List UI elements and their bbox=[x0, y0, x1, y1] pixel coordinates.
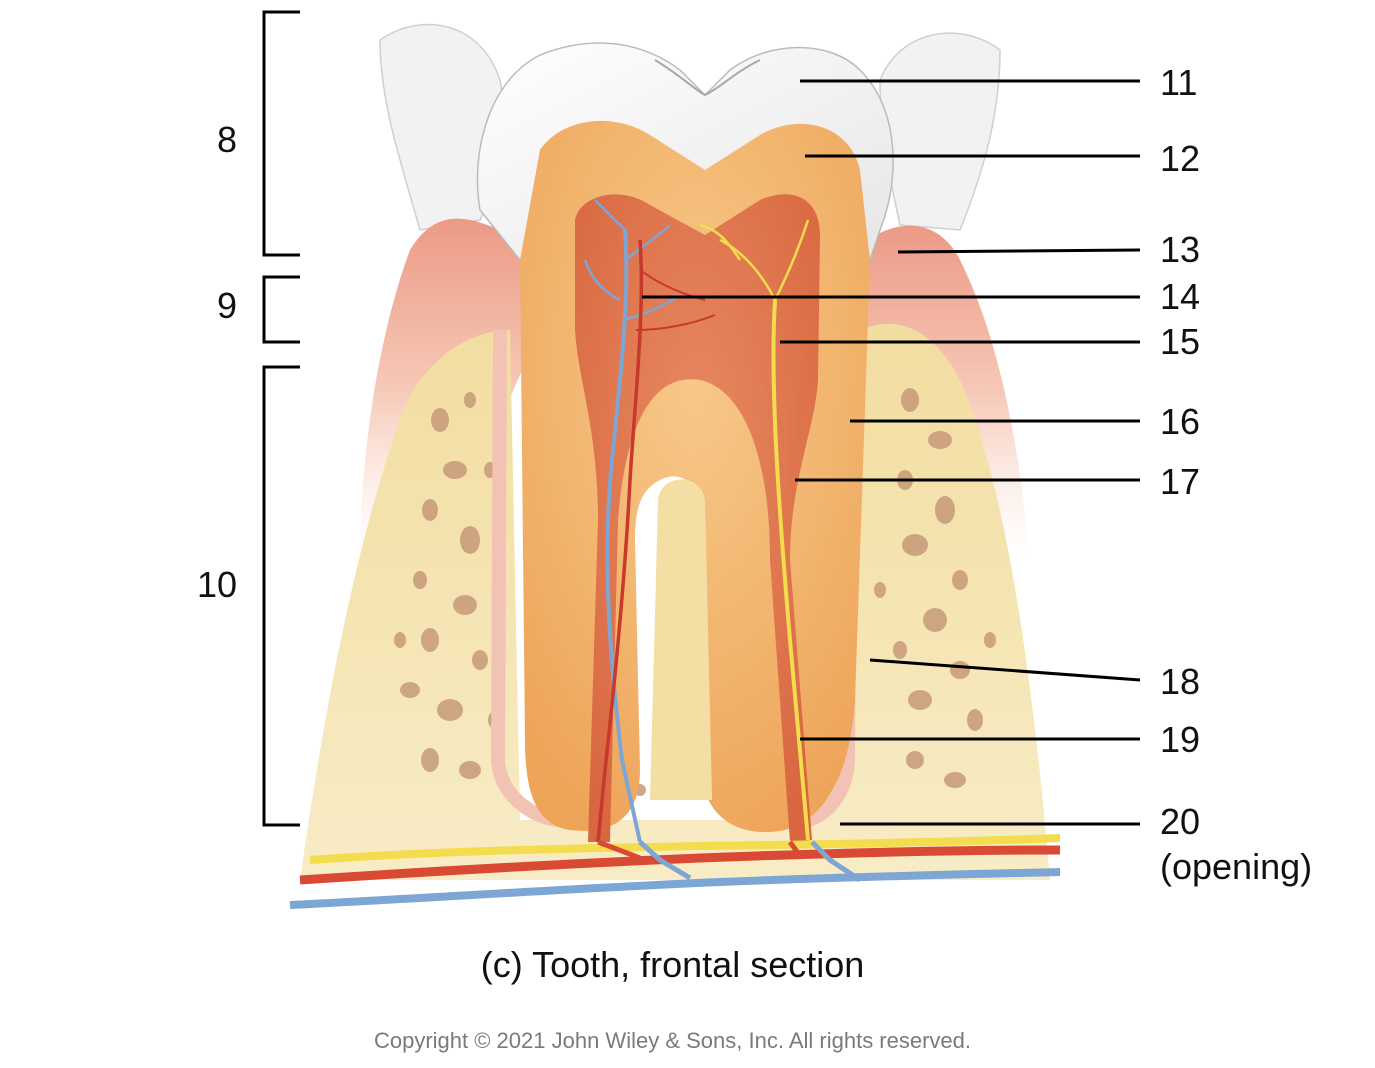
label-root: 10 bbox=[197, 564, 238, 605]
pulp-cavity bbox=[575, 194, 820, 843]
label-cementum: 16 bbox=[1160, 401, 1201, 442]
label-crown: 8 bbox=[217, 119, 238, 160]
leader-line-18 bbox=[869, 658, 1141, 682]
copyright-notice: Copyright © 2021 John Wiley & Sons, Inc.… bbox=[373, 1028, 972, 1053]
figure-caption: (c) Tooth, frontal section bbox=[480, 944, 865, 985]
inter-radicular-bone bbox=[650, 479, 712, 800]
label-apical-foramen-note: (opening) bbox=[1160, 846, 1313, 887]
crown-bracket bbox=[262, 10, 300, 257]
label-pulp: 15 bbox=[1160, 321, 1201, 362]
label-root-canal: 17 bbox=[1160, 461, 1201, 502]
label-enamel: 11 bbox=[1160, 62, 1198, 103]
label-periodontal-ligament: 18 bbox=[1160, 661, 1201, 702]
leader-line-13 bbox=[897, 248, 1141, 254]
lower-vein bbox=[289, 868, 1061, 909]
artery bbox=[596, 239, 644, 843]
crown-fissure bbox=[654, 59, 761, 97]
label-gingiva: 13 bbox=[1160, 229, 1201, 270]
label-neck: 9 bbox=[217, 285, 238, 326]
lower-nerve bbox=[309, 834, 1061, 864]
nerve bbox=[771, 299, 810, 841]
label-pulp-cavity: 14 bbox=[1160, 276, 1201, 317]
root-bracket bbox=[262, 365, 300, 827]
neck-bracket bbox=[262, 275, 300, 344]
leader-lines bbox=[642, 79, 1141, 826]
lower-artery bbox=[299, 845, 1061, 885]
label-nerve-vessels: 19 bbox=[1160, 719, 1201, 760]
label-dentin: 12 bbox=[1160, 138, 1201, 179]
label-apical-foramen: 20 bbox=[1160, 801, 1201, 842]
right-neighbor-tooth bbox=[879, 32, 1001, 231]
